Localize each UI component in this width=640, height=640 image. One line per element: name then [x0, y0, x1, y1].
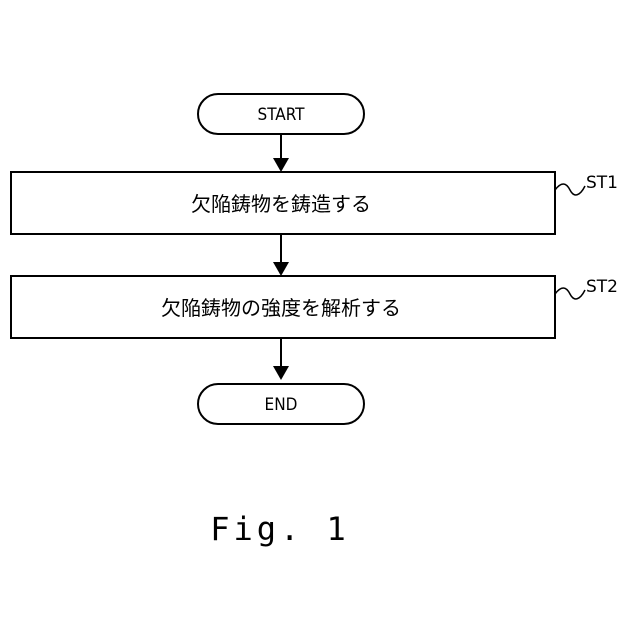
- arrowhead-step2-to-end: [273, 366, 289, 380]
- step2-label: ST2: [586, 277, 618, 297]
- step1-label: ST1: [586, 173, 618, 193]
- figure-caption: Fig. 1: [0, 510, 560, 548]
- arrowhead-start-to-step1: [273, 158, 289, 172]
- step1-text: 欠陥鋳物を鋳造する: [191, 192, 371, 216]
- step1-leader-line: [555, 184, 585, 195]
- step2-leader-line: [555, 288, 585, 299]
- end-label: END: [265, 395, 298, 415]
- start-label: START: [258, 105, 306, 125]
- step2-text: 欠陥鋳物の強度を解析する: [161, 296, 401, 320]
- arrowhead-step1-to-step2: [273, 262, 289, 276]
